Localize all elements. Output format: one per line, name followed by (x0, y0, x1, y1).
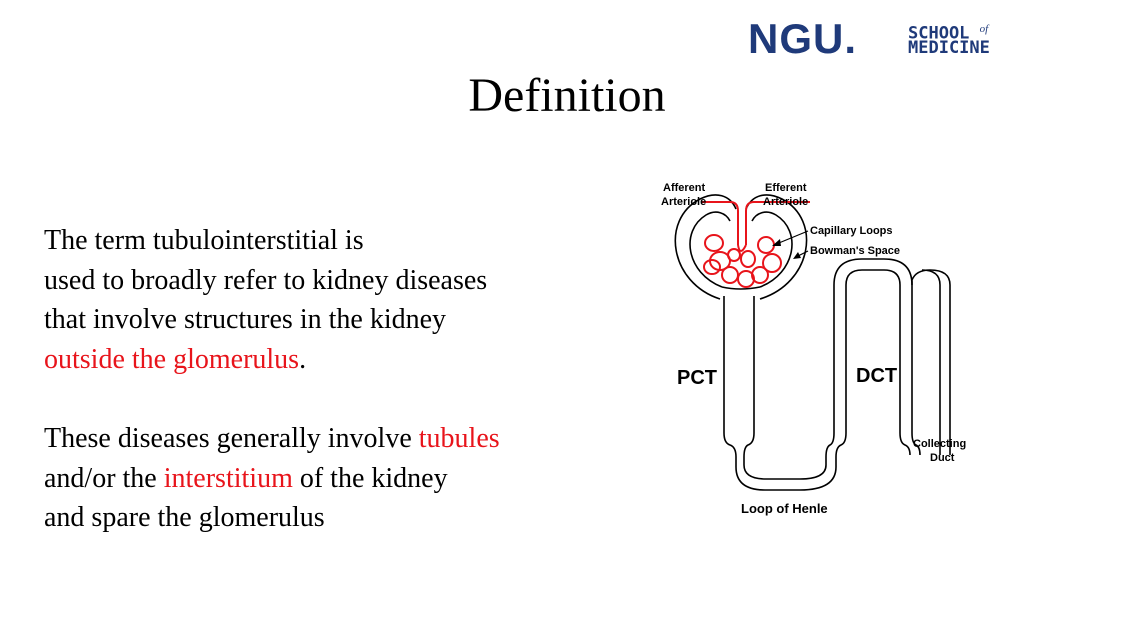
tubule-system (723, 258, 951, 491)
highlight-outside-glomerulus: outside the glomerulus (44, 343, 300, 375)
label-dct: DCT (856, 365, 897, 387)
logo-school: SCHOOL of (908, 23, 989, 44)
bowmans-capsule-outer-right (745, 194, 808, 300)
logo-ngu: NGU. (748, 15, 857, 62)
highlight-interstitium: interstitium (163, 462, 293, 494)
nephron-diagram: Afferent Arteriole Efferent Arteriole Ca… (661, 182, 966, 516)
slide-body: The term tubulointerstitial is used to b… (44, 221, 614, 538)
label-pct: PCT (677, 367, 717, 389)
label-efferent: Efferent (765, 182, 807, 194)
paragraph-2: These diseases generally involve tubules… (44, 423, 500, 533)
school-logo: NGU. SCHOOL of MEDICINE (748, 15, 998, 62)
logo-medicine: MEDICINE (908, 38, 990, 58)
label-loop-of-henle: Loop of Henle (741, 501, 828, 516)
paragraph-1: The term tubulointerstitial is used to b… (44, 225, 488, 375)
label-efferent-arteriole: Arteriole (763, 196, 808, 208)
slide-title: Definition (468, 69, 666, 122)
label-duct: Duct (930, 452, 955, 464)
label-afferent: Afferent (663, 182, 706, 194)
bowmans-capsule-inner-right (751, 211, 793, 288)
highlight-tubules: tubules (418, 423, 500, 454)
label-afferent-arteriole: Arteriole (661, 196, 706, 208)
capillary-loops (702, 201, 810, 288)
bowmans-capsule-inner (689, 211, 731, 288)
logo-of: of (979, 23, 989, 35)
label-collecting: Collecting (913, 438, 966, 450)
label-capillary-loops: Capillary Loops (810, 225, 893, 237)
label-bowmans-space: Bowman's Space (810, 245, 900, 257)
bowmans-capsule-outer (674, 194, 737, 300)
